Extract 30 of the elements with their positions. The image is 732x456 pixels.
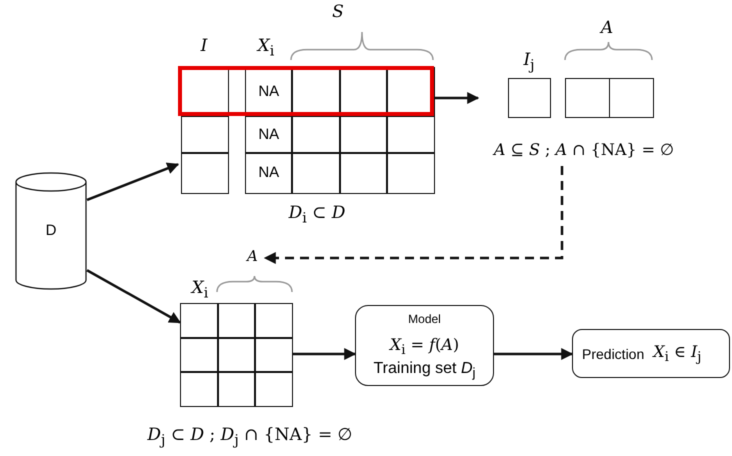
math-label: X$_{i}$ <box>258 36 274 60</box>
arrow <box>494 348 574 360</box>
box-text: Prediction <box>582 346 644 362</box>
arrow <box>264 166 564 264</box>
formula: X$_{i}$ ∈ I$_{j}$ <box>653 342 702 366</box>
formula: X$_{i}$ = f(A) <box>388 335 460 358</box>
math-label: A <box>600 18 614 38</box>
arrow <box>434 92 480 104</box>
math-label: S <box>332 2 344 22</box>
math-label: D$_{j}$ ⊂ D ; D$_{j}$ ∩ {NA} = ∅ <box>147 424 353 448</box>
math-label: I <box>200 36 208 56</box>
database-cylinder <box>15 172 87 290</box>
arrow <box>292 348 356 360</box>
prediction-box <box>572 329 730 378</box>
math-label: D$_{i}$ ⊂ D <box>288 203 346 226</box>
model-box <box>355 305 494 386</box>
math-label: X$_{i}$ <box>192 278 208 302</box>
arrow <box>86 162 180 202</box>
cell-text: NA <box>258 164 280 182</box>
data-table <box>178 67 434 193</box>
data-grid <box>180 303 292 406</box>
cell-text: NA <box>258 83 280 100</box>
box-text: Model <box>407 312 442 326</box>
formula: A ⊆ S ; A ∩ {NA} = ∅ <box>492 140 676 159</box>
arrow <box>86 269 182 324</box>
math-label: I$_{j}$ <box>523 50 535 74</box>
database-label: D <box>44 222 58 239</box>
cell-text: NA <box>258 126 280 143</box>
variable-label: A <box>247 247 265 269</box>
box-text: Training set D$_{j}$ <box>372 360 476 380</box>
